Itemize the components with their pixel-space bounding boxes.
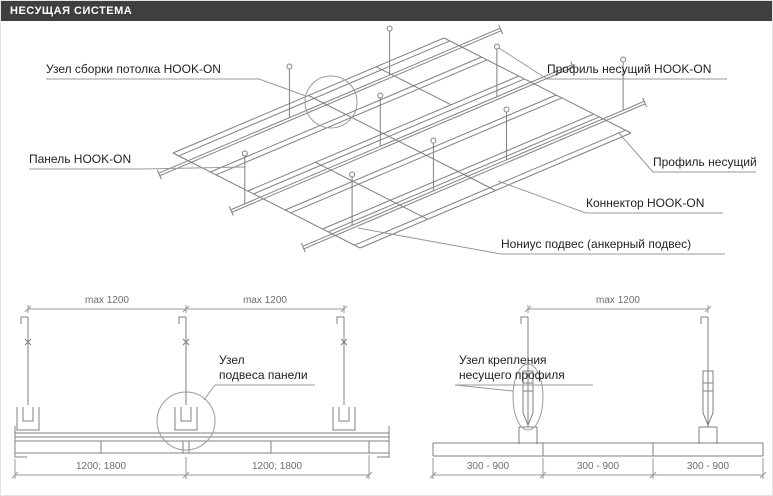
label-carrier-profile-hookon: Профиль несущий HOOK-ON [547,62,712,76]
left-panel-profile [14,426,390,458]
left-detail-circle [156,391,216,451]
right-label-leader [454,384,593,392]
left-label-leader [203,384,315,401]
dim-left-top-2: max 1200 [243,295,287,306]
iso-detail-circle [304,75,358,129]
left-hangers [16,316,356,431]
label-carrier-fixing-node: Узел крепления несущего профиля [459,353,565,383]
right-hangers [518,316,718,444]
label-carrier-fixing-node-line2: несущего профиля [459,368,565,382]
label-carrier-fixing-node-line1: Узел крепления [459,353,547,367]
dim-left-bottom-2: 1200; 1800 [251,461,303,472]
dim-right-bottom-1: 300 - 900 [466,461,510,472]
dim-right-top: max 1200 [596,295,640,306]
iso-hanger-rods [244,31,624,226]
right-bottom-dim-line [429,458,767,479]
right-top-dim-line [524,305,712,313]
iso-carrier-rails [156,24,648,253]
dim-right-bottom-2: 300 - 900 [576,461,620,472]
left-bottom-dim-line [11,455,373,479]
label-panel-suspension-node: Узел подвеса панели [219,353,308,383]
iso-hanger-eyes [241,25,627,178]
label-assembly-node: Узел сборки потолка HOOK-ON [46,62,221,76]
label-panel-suspension-node-line2: подвеса панели [219,368,308,382]
iso-view [156,24,648,253]
right-detail-ellipse [512,363,544,431]
right-carrier-profile [432,442,764,457]
left-elevation [11,305,390,479]
dim-right-bottom-3: 300 - 900 [686,461,730,472]
left-top-dim-line [24,305,348,313]
label-nonius-hanger: Нониус подвес (анкерный подвес) [501,237,692,251]
header-bar: НЕСУЩАЯ СИСТЕМА [1,1,772,21]
dim-left-top-1: max 1200 [85,295,129,306]
dim-left-bottom-1: 1200; 1800 [75,461,127,472]
label-panel-suspension-node-line1: Узел [219,353,245,367]
label-panel-hookon: Панель HOOK-ON [29,152,132,166]
header-title: НЕСУЩАЯ СИСТЕМА [10,5,133,17]
label-connector-hookon: Коннектор HOOK-ON [586,196,705,210]
iso-leader-lines [29,47,756,255]
right-elevation [429,305,767,479]
label-carrier-profile: Профиль несущий [653,155,757,169]
